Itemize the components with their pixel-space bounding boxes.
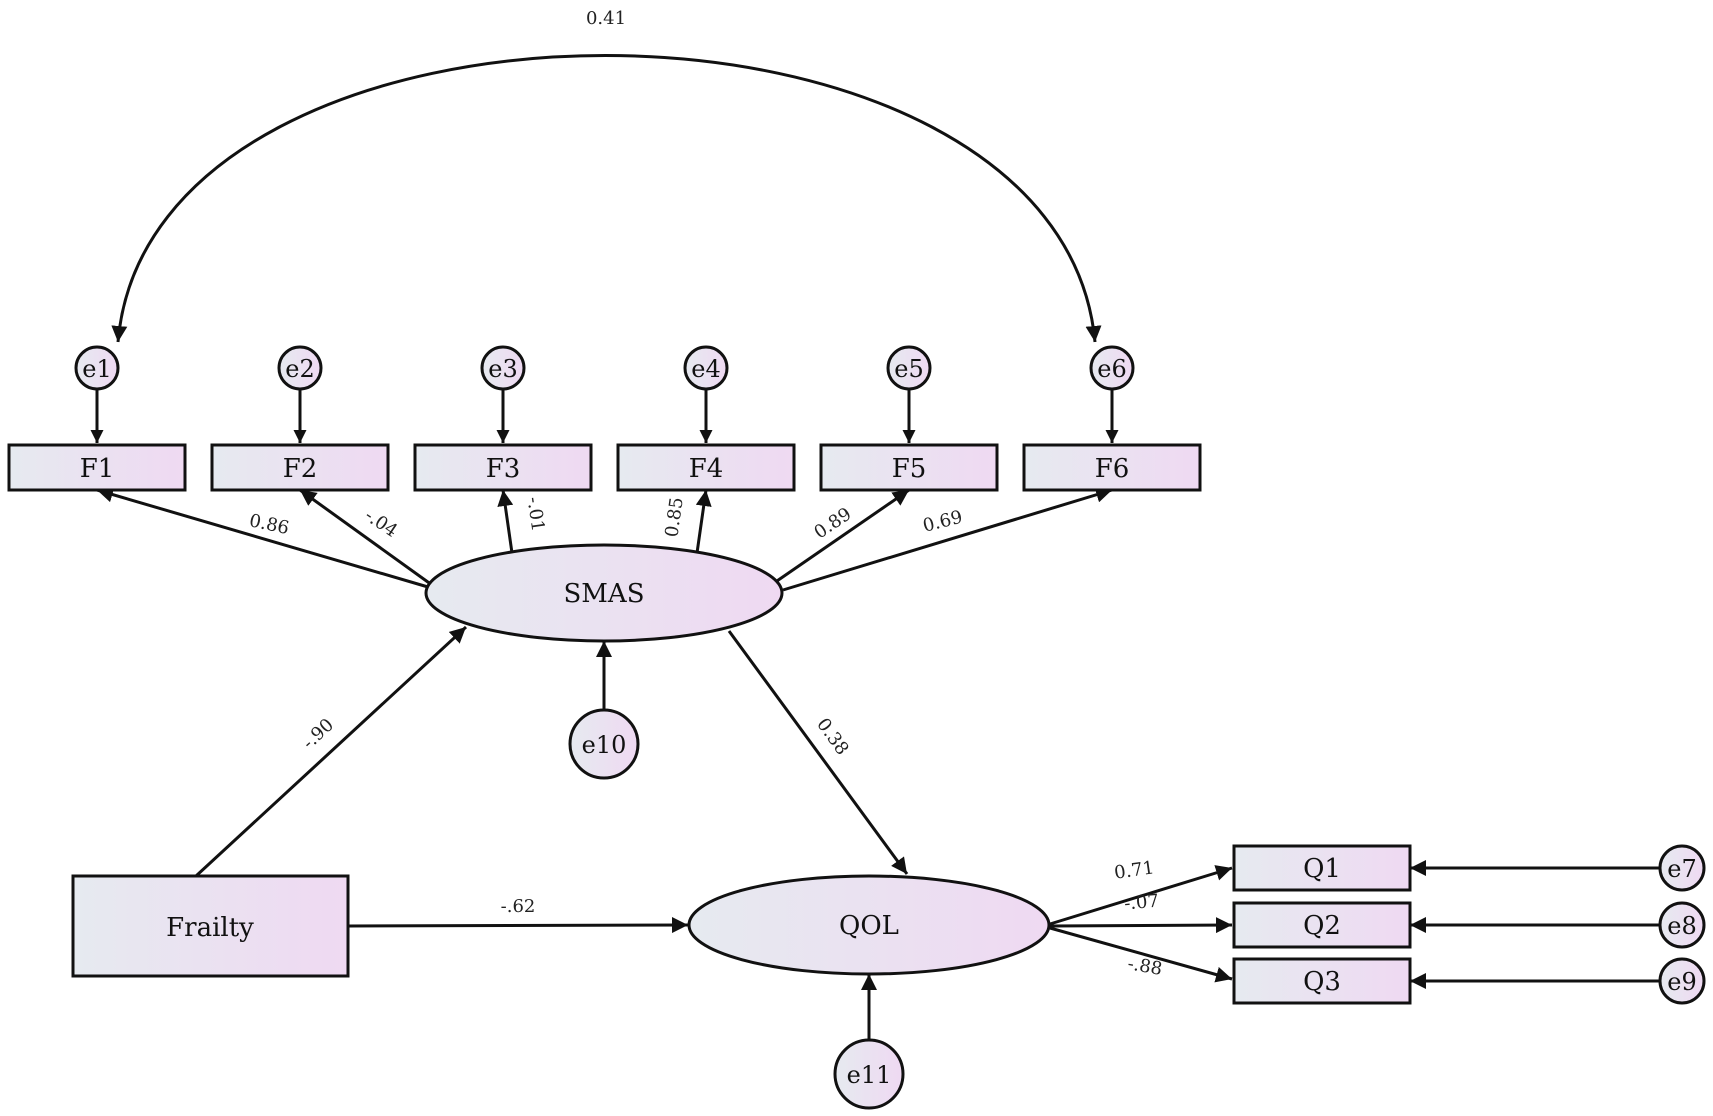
path-SMAS-F2: [299, 488, 433, 587]
svg-text:Q2: Q2: [1303, 911, 1341, 941]
coef-Frailty-QOL: -.62: [501, 896, 536, 917]
indicator-Q1: Q1: [1232, 844, 1412, 892]
coef-SMAS-F3: -.01: [523, 496, 549, 533]
coef-SMAS-F6: 0.69: [921, 507, 965, 537]
svg-text:e10: e10: [582, 731, 627, 759]
path-SMAS-F3: [497, 489, 514, 554]
coef-Frailty-SMAS: -.90: [298, 714, 338, 753]
svg-text:QOL: QOL: [839, 911, 899, 941]
svg-text:F5: F5: [892, 454, 927, 484]
path-SMAS-QOL: [727, 630, 909, 875]
coef-SMAS-F4: 0.85: [661, 496, 687, 539]
path-QOL-Q2: [1049, 917, 1233, 934]
coef-e1-e6: 0.41: [586, 8, 626, 29]
path-Frailty-QOL: [347, 917, 689, 934]
path-QOL-Q1: [1049, 865, 1233, 926]
indicator-F6: F6: [1022, 443, 1202, 492]
svg-text:e5: e5: [894, 355, 923, 383]
error-e11: e11: [833, 1038, 905, 1110]
svg-text:e11: e11: [847, 1061, 892, 1089]
svg-text:e7: e7: [1667, 855, 1696, 883]
svg-text:F1: F1: [80, 454, 115, 484]
error-e7: e7: [1658, 844, 1706, 892]
error-e3: e3: [480, 345, 526, 391]
covariance-e1-e6: [111, 54, 1102, 343]
svg-text:F2: F2: [283, 454, 318, 484]
svg-text:F4: F4: [689, 454, 724, 484]
svg-text:Q1: Q1: [1303, 854, 1341, 884]
svg-text:Frailty: Frailty: [166, 913, 254, 943]
indicator-F3: F3: [413, 443, 593, 492]
path-SMAS-F4: [695, 489, 712, 554]
svg-text:e6: e6: [1097, 355, 1126, 383]
path-QOL-Q3: [1049, 926, 1233, 983]
svg-text:e8: e8: [1667, 912, 1696, 940]
svg-text:e2: e2: [285, 355, 314, 383]
svg-text:e4: e4: [691, 355, 720, 383]
error-e6: e6: [1089, 345, 1135, 391]
coef-QOL-Q1: 0.71: [1113, 857, 1156, 883]
error-e10: e10: [568, 708, 640, 780]
error-e8: e8: [1658, 901, 1706, 949]
indicator-F5: F5: [819, 443, 999, 492]
error-e1: e1: [74, 345, 120, 391]
svg-text:F6: F6: [1095, 454, 1130, 484]
error-e9: e9: [1658, 957, 1706, 1005]
path-SMAS-F5: [773, 488, 910, 585]
indicator-Q2: Q2: [1232, 901, 1412, 949]
error-e4: e4: [683, 345, 729, 391]
svg-text:e1: e1: [82, 355, 111, 383]
path-Frailty-SMAS: [194, 625, 468, 878]
svg-text:SMAS: SMAS: [563, 579, 644, 609]
indicator-F2: F2: [210, 443, 390, 492]
error-e5: e5: [886, 345, 932, 391]
coef-SMAS-F5: 0.89: [810, 504, 855, 544]
coef-QOL-Q2: -.07: [1123, 891, 1159, 915]
svg-text:e3: e3: [488, 355, 517, 383]
latent-SMAS: SMAS: [424, 543, 784, 643]
indicator-Q3: Q3: [1232, 957, 1412, 1005]
path-SMAS-F1: [96, 486, 429, 589]
indicator-F1: F1: [7, 443, 187, 492]
svg-text:F3: F3: [486, 454, 521, 484]
observed-Frailty: Frailty: [71, 874, 350, 978]
path-SMAS-F6: [782, 486, 1113, 592]
indicator-F4: F4: [616, 443, 796, 492]
svg-text:e9: e9: [1667, 968, 1696, 996]
svg-text:Q3: Q3: [1303, 967, 1341, 997]
error-e2: e2: [277, 345, 323, 391]
latent-QOL: QOL: [687, 874, 1051, 976]
